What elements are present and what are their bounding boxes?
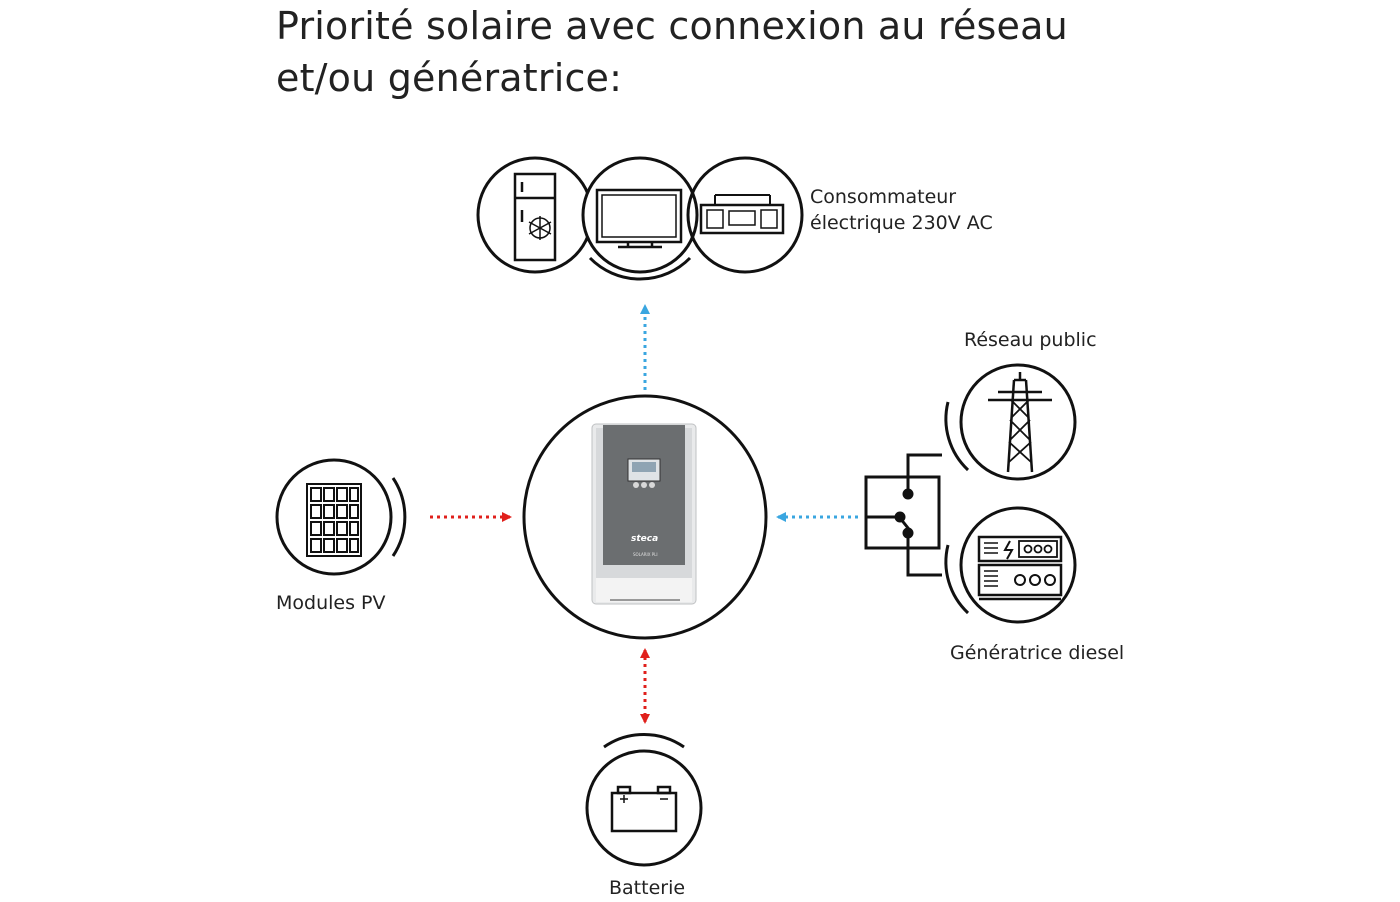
- device-model: SOLARIX PLI: [633, 552, 658, 557]
- grid-signal-arc: [944, 401, 970, 472]
- consumer-signal-arc: [588, 256, 692, 281]
- battery-icon: [610, 785, 678, 833]
- consumers-group: [476, 156, 804, 281]
- device-brand: steca: [631, 534, 658, 544]
- changeover-switch-icon: [864, 453, 942, 577]
- generator-icon: [977, 535, 1063, 601]
- generator-signal-arc: [944, 544, 970, 615]
- tv-icon: [595, 188, 683, 249]
- title-line-2: et/ou génératrice:: [276, 56, 623, 100]
- generator-label: Génératrice diesel: [950, 642, 1124, 664]
- solar-panel-icon: [306, 483, 362, 557]
- pv-signal-arc: [391, 477, 407, 557]
- consumer-label-line-1: Consommateur: [810, 186, 956, 208]
- fridge-icon: [513, 172, 557, 262]
- grid-label: Réseau public: [964, 329, 1097, 351]
- radio-icon: [699, 194, 785, 235]
- pv-label: Modules PV: [276, 592, 385, 614]
- battery-label: Batterie: [609, 877, 685, 899]
- inverter-icon: [591, 423, 697, 605]
- battery-node: [585, 733, 703, 867]
- grid-node: [944, 363, 1077, 481]
- title-line-1: Priorité solaire avec connexion au résea…: [276, 4, 1068, 48]
- pylon-icon: [988, 372, 1052, 473]
- consumer-label-line-2: électrique 230V AC: [810, 212, 993, 234]
- pv-node: [275, 458, 407, 576]
- inverter-node: steca SOLARIX PLI: [522, 394, 768, 640]
- generator-node: [944, 506, 1077, 624]
- page-title: Priorité solaire avec connexion au résea…: [276, 0, 1068, 104]
- battery-signal-arc: [603, 733, 685, 749]
